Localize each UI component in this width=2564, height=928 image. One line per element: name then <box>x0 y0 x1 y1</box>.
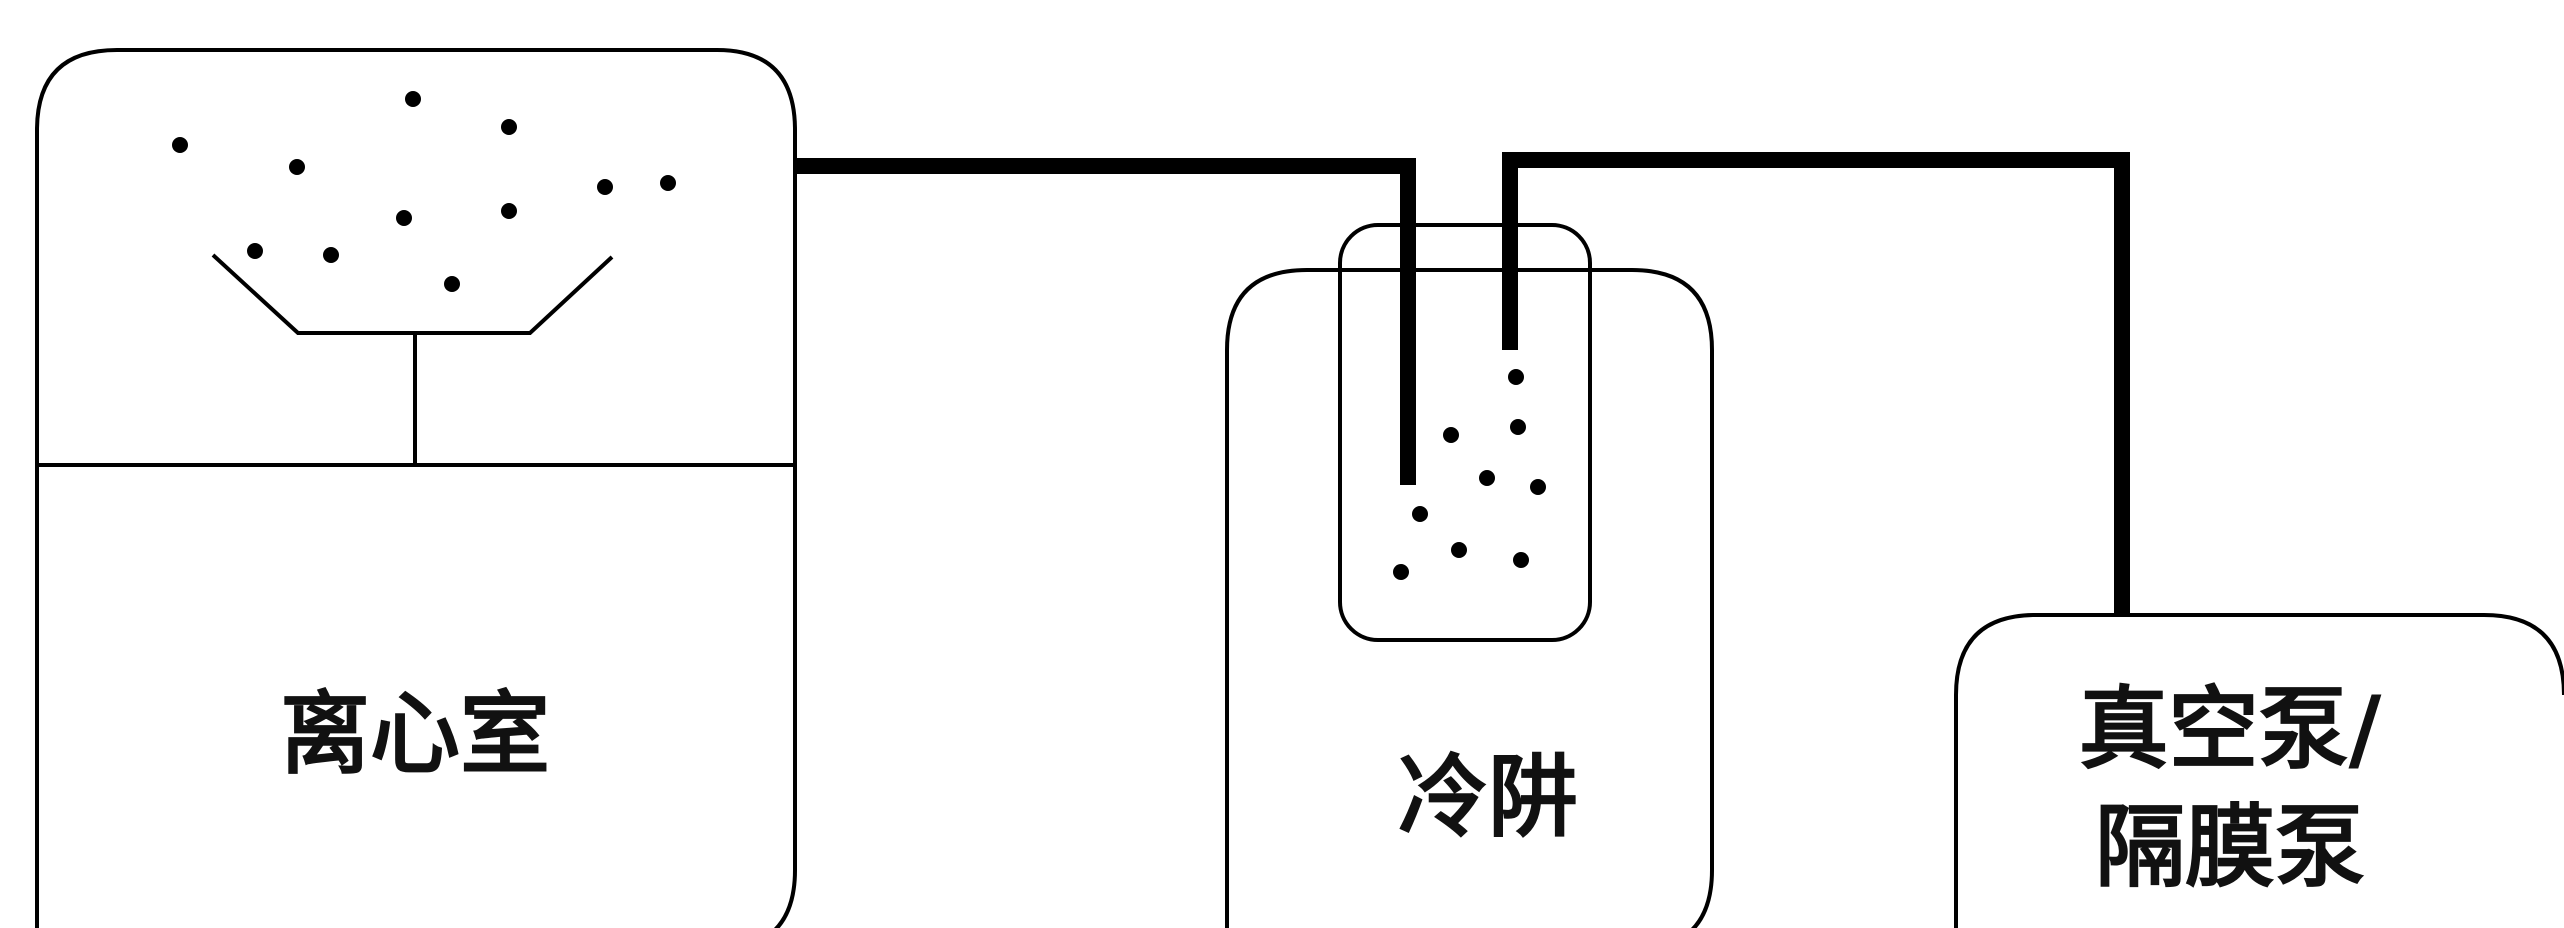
particle <box>597 179 613 195</box>
particle <box>1508 369 1524 385</box>
vapor-particles-centrifuge <box>172 91 676 292</box>
pipe-cold-trap-to-pump <box>1502 152 2130 615</box>
pump-label-line1: 真空泵/ <box>2079 677 2382 782</box>
particle <box>1451 542 1467 558</box>
particle <box>1479 470 1495 486</box>
particle <box>172 137 188 153</box>
particle <box>289 159 305 175</box>
centrifuge-chamber-label: 离心室 <box>280 682 550 787</box>
particle <box>1510 419 1526 435</box>
centrifuge-chamber: 离心室 <box>35 48 797 928</box>
particle <box>444 276 460 292</box>
centrifuge-chamber-outline <box>35 48 797 928</box>
particle <box>501 203 517 219</box>
particle <box>1443 427 1459 443</box>
particle <box>501 119 517 135</box>
cold-trap: 冷阱 <box>1225 223 1714 928</box>
cold-trap-inner-vessel <box>1338 223 1592 642</box>
particle <box>405 91 421 107</box>
particle <box>396 210 412 226</box>
particle <box>1530 479 1546 495</box>
pump-outline <box>1954 613 2564 928</box>
particle <box>1513 552 1529 568</box>
particle <box>323 247 339 263</box>
pump: 真空泵/ 隔膜泵 <box>1954 613 2564 928</box>
particle <box>660 175 676 191</box>
rotor <box>211 253 614 335</box>
particle <box>247 243 263 259</box>
pipe-centrifuge-to-cold-trap <box>795 158 1416 485</box>
cold-trap-outer-vessel <box>1225 268 1714 928</box>
particle <box>1412 506 1428 522</box>
cold-trap-label: 冷阱 <box>1398 745 1578 850</box>
condensate-particles <box>1393 369 1546 580</box>
pump-label-line2: 隔膜泵 <box>2095 795 2365 900</box>
particle <box>1393 564 1409 580</box>
